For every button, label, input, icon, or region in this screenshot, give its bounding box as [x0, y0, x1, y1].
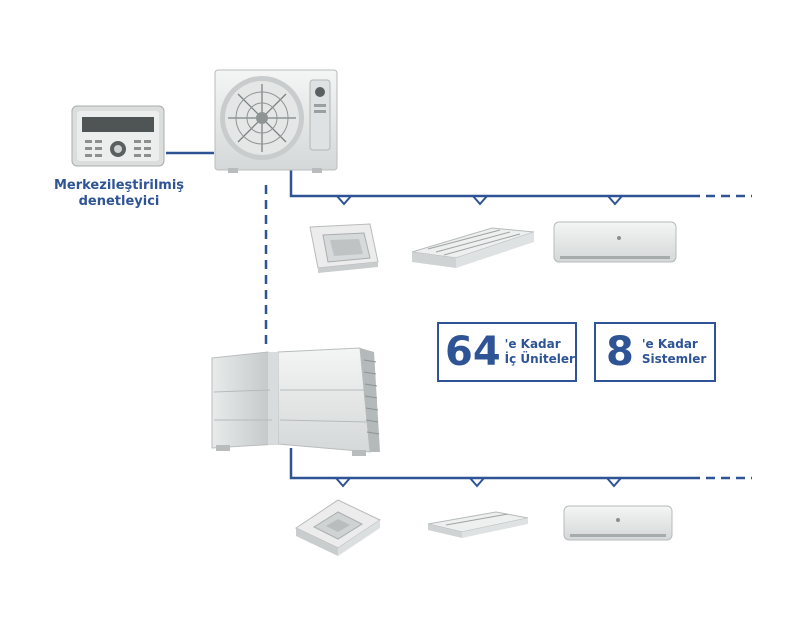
indoor-units-stat-box: 64 'e Kadar İç Üniteler: [437, 322, 577, 382]
branch-chevron: [472, 195, 488, 206]
central-controller-label: Merkezileştirilmiş denetleyici: [46, 178, 192, 210]
wall-unit-lower: [563, 505, 673, 541]
upper-refrigerant-line: [289, 170, 700, 198]
branch-chevron: [335, 477, 351, 488]
branch-chevron: [606, 477, 622, 488]
outdoor-unit-small: [214, 69, 338, 173]
connection-lines: [166, 151, 752, 488]
ceiling-unit-lower: [427, 511, 529, 538]
indoor-units-caption-line2: İç Üniteler: [504, 352, 575, 366]
wall-unit-upper: [553, 221, 677, 263]
outdoor-unit-large: [211, 347, 380, 456]
branch-chevron: [336, 195, 352, 206]
systems-count: 8: [606, 329, 634, 375]
cassette-unit-lower: [294, 499, 382, 556]
central-controller-label-line1: Merkezileştirilmiş: [53, 178, 185, 193]
systems-caption: 'e Kadar Sistemler: [642, 337, 706, 367]
branch-chevron: [607, 195, 623, 206]
indoor-units-caption: 'e Kadar İç Üniteler: [505, 337, 575, 367]
central-controller-label-line2: denetleyici: [78, 194, 160, 209]
cassette-unit-upper: [309, 223, 379, 273]
systems-stat-box: 8 'e Kadar Sistemler: [594, 322, 716, 382]
systems-caption-line2: Sistemler: [641, 352, 707, 366]
branch-chevron: [469, 477, 485, 488]
lower-refrigerant-line: [289, 448, 700, 480]
indoor-units-caption-line1: 'e Kadar: [504, 337, 561, 351]
ceiling-unit-upper: [411, 227, 535, 268]
systems-caption-line1: 'e Kadar: [641, 337, 698, 351]
central-controller-device: [71, 105, 165, 167]
indoor-units-count: 64: [445, 329, 501, 375]
